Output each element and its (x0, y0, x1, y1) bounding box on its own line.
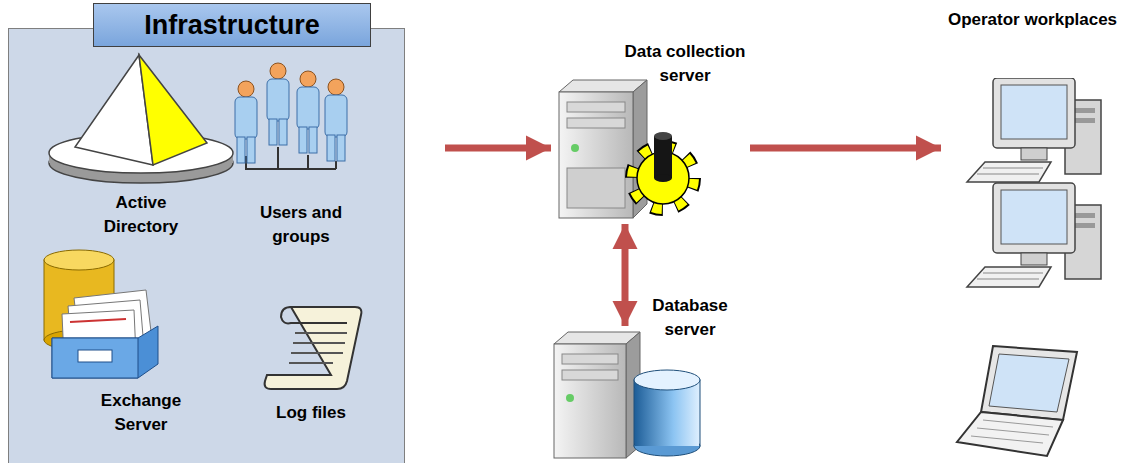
label-box: Database server (635, 294, 745, 342)
server-node: Database server (550, 330, 710, 460)
database-server-icon (550, 330, 710, 460)
node-label: Database server (635, 294, 745, 342)
flow-arrow (750, 145, 941, 152)
node-label: Exchange Server (81, 389, 201, 437)
collection-server-icon (555, 78, 710, 220)
flow-arrow (622, 224, 629, 326)
label-box: Active Directory (86, 191, 196, 239)
node-label: Infrastructure (144, 9, 320, 41)
infrastructure-panel: Infrastructure Active Directory Users an… (8, 28, 405, 463)
directory-node: Active Directory (41, 51, 241, 246)
server-node: Data collection server (555, 78, 710, 220)
node-label: Log files (251, 401, 371, 425)
workstation-group: Operator workplaces (945, 78, 1135, 460)
workstations-icon (945, 78, 1135, 460)
label-box: Users and groups (251, 201, 351, 249)
users-node: Users and groups (216, 51, 386, 266)
node-label: Operator workplaces (930, 8, 1135, 32)
mail-server-node: Exchange Server (26, 246, 256, 446)
mail-server-icon (26, 246, 256, 386)
node-label: Data collection server (615, 40, 755, 88)
log-files-node: Log files (251, 301, 371, 451)
users-icon (216, 51, 386, 186)
label-box: Data collection server (615, 40, 755, 88)
node-label: Users and groups (251, 201, 351, 249)
node-label: Active Directory (86, 191, 196, 239)
log-scroll-icon (251, 301, 371, 396)
label-box: Operator workplaces (930, 8, 1135, 32)
title-tab: Infrastructure (93, 3, 371, 47)
directory-pyramid (41, 51, 241, 186)
flow-arrow (445, 145, 551, 152)
label-box: Exchange Server (81, 389, 201, 437)
label-box: Log files (251, 401, 371, 425)
